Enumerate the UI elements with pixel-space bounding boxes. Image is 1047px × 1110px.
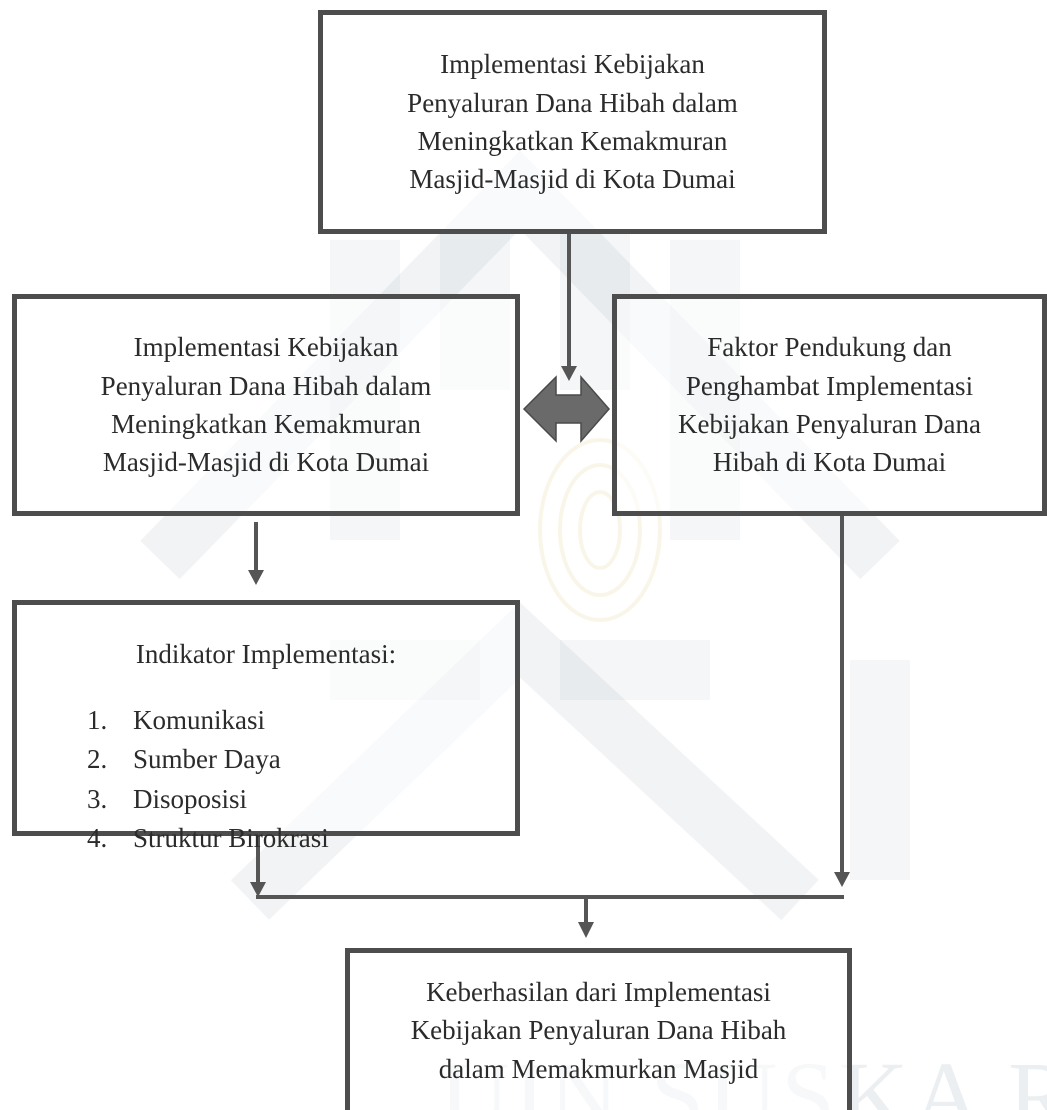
box-bottom-text: Keberhasilan dari Implementasi Kebijakan… <box>410 977 787 1084</box>
list-item-number: 2. <box>87 744 108 775</box>
box-left-text: Implementasi Kebijakan Penyaluran Dana H… <box>100 332 432 478</box>
list-item-label: Disoposisi <box>133 783 248 814</box>
indicators-list: 1. Komunikasi 2. Sumber Daya 3. Disoposi… <box>87 701 495 858</box>
list-item: 4. Struktur Birokrasi <box>87 819 495 858</box>
list-item: 1. Komunikasi <box>87 701 495 740</box>
indicators-title: Indikator Implementasi: <box>135 639 397 669</box>
list-item-number: 3. <box>87 783 108 814</box>
box-success-outcome: Keberhasilan dari Implementasi Kebijakan… <box>345 948 852 1110</box>
list-item: 2. Sumber Daya <box>87 740 495 779</box>
box-implementation-indicators: Indikator Implementasi: 1. Komunikasi 2.… <box>12 600 520 853</box>
arrowhead-down-icon <box>561 366 577 381</box>
double-arrow-icon <box>522 375 610 443</box>
arrowhead-down-icon <box>578 922 594 938</box>
arrowhead-down-icon <box>250 882 266 897</box>
list-item-label: Komunikasi <box>133 705 265 736</box>
box-policy-implementation-top: Implementasi Kebijakan Penyaluran Dana H… <box>318 10 827 234</box>
box-supporting-inhibiting-factors: Faktor Pendukung dan Penghambat Implemen… <box>612 294 1047 516</box>
box-top-text: Implementasi Kebijakan Penyaluran Dana H… <box>407 49 738 195</box>
list-item: 3. Disoposisi <box>87 780 495 819</box>
arrowhead-down-icon <box>248 570 264 585</box>
box-right-text: Faktor Pendukung dan Penghambat Implemen… <box>678 332 981 478</box>
box-policy-implementation-left: Implementasi Kebijakan Penyaluran Dana H… <box>12 294 520 516</box>
list-item-label: Sumber Daya <box>133 744 281 775</box>
list-item-number: 4. <box>87 822 108 853</box>
list-item-number: 1. <box>87 705 108 736</box>
list-item-label: Struktur Birokrasi <box>133 822 329 853</box>
arrowhead-down-icon <box>834 872 850 887</box>
